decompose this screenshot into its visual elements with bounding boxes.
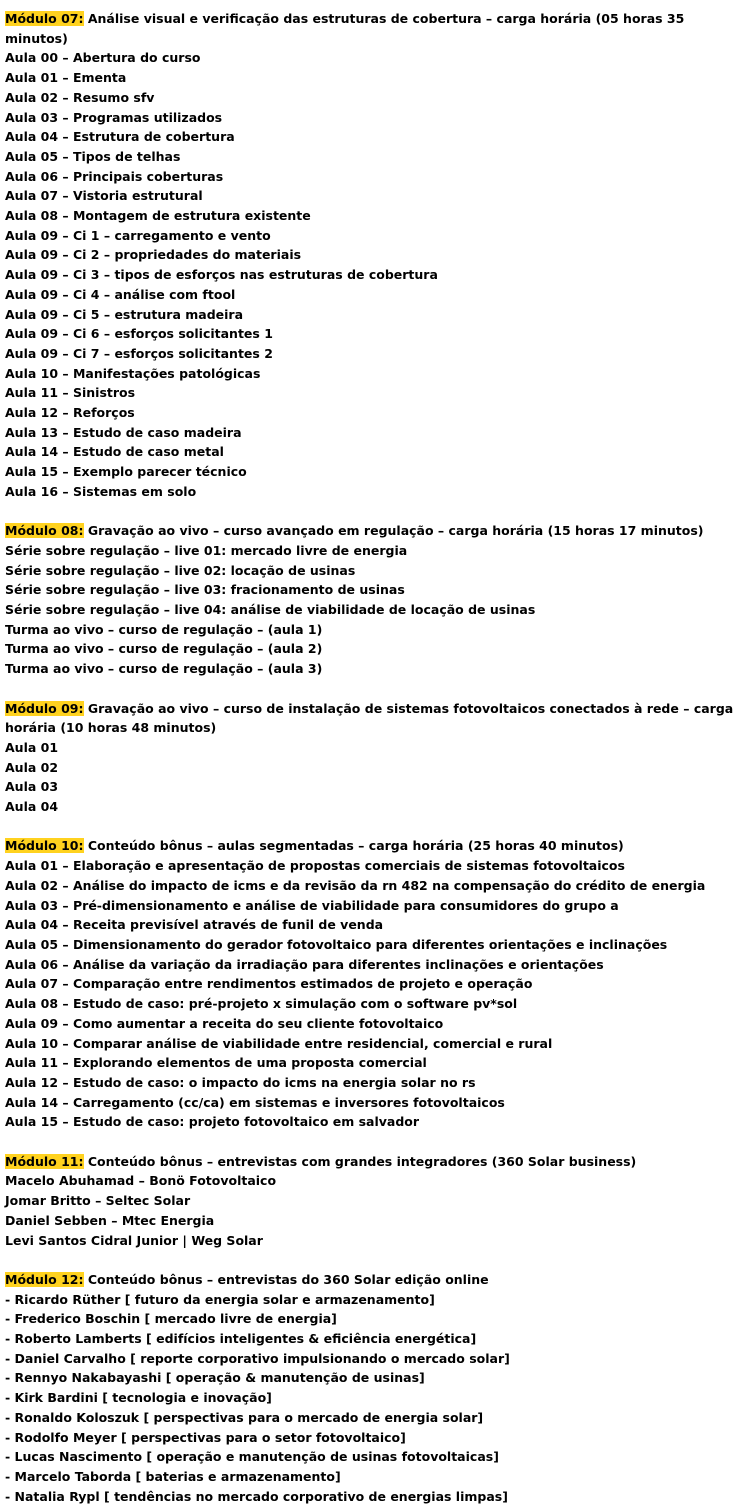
lesson-item: Aula 09 – Ci 2 – propriedades do materia…	[5, 247, 302, 263]
lesson-item: Aula 04 – Estrutura de cobertura	[5, 129, 235, 145]
lesson-item: Macelo Abuhamad – Bonö Fotovoltaico	[5, 1173, 277, 1189]
lesson-item: Aula 00 – Abertura do curso	[5, 50, 201, 66]
lesson-item: Aula 13 – Estudo de caso madeira	[5, 424, 242, 440]
lesson-item: - Kirk Bardini [ tecnologia e inovação]	[5, 1390, 272, 1406]
lesson-item: Daniel Sebben – Mtec Energia	[5, 1212, 215, 1228]
module-section: Módulo 11: Conteúdo bônus – entrevistas …	[5, 1152, 740, 1251]
module-heading: Módulo 08: Gravação ao vivo – curso avan…	[5, 521, 740, 541]
lesson-item: Aula 06 – Análise da variação da irradia…	[5, 956, 604, 972]
lesson-item: Aula 07 – Vistoria estrutural	[5, 188, 203, 204]
lesson-item: Aula 02 – Análise do impacto de icms e d…	[5, 877, 706, 893]
module-section: Módulo 10: Conteúdo bônus – aulas segmen…	[5, 836, 740, 1132]
lesson-item: Aula 02	[5, 759, 59, 775]
module-heading: Módulo 11: Conteúdo bônus – entrevistas …	[5, 1152, 740, 1172]
lesson-item: Aula 14 – Carregamento (cc/ca) em sistem…	[5, 1094, 505, 1110]
lesson-item: - Natalia Rypl [ tendências no mercado c…	[5, 1488, 508, 1504]
lesson-item: Aula 01 – Elaboração e apresentação de p…	[5, 858, 625, 874]
lesson-item: - Lucas Nascimento [ operação e manutenç…	[5, 1449, 499, 1465]
module-label-highlight: Módulo 08:	[5, 523, 84, 539]
lesson-item: - Ricardo Rüther [ futuro da energia sol…	[5, 1291, 435, 1307]
lesson-item: Aula 06 – Principais coberturas	[5, 168, 224, 184]
lesson-item: Série sobre regulação – live 02: locação…	[5, 562, 356, 578]
lesson-item: Aula 11 – Sinistros	[5, 385, 136, 401]
lesson-item: Aula 10 – Manifestações patológicas	[5, 365, 261, 381]
lesson-item: Aula 08 – Montagem de estrutura existent…	[5, 208, 311, 224]
lesson-item: Aula 09 – Ci 3 – tipos de esforços nas e…	[5, 267, 438, 283]
lesson-item: Aula 09 – Ci 1 – carregamento e vento	[5, 227, 271, 243]
lesson-item: - Ronaldo Koloszuk [ perspectivas para o…	[5, 1409, 484, 1425]
module-label-highlight: Módulo 10:	[5, 838, 84, 854]
lesson-item: Aula 10 – Comparar análise de viabilidad…	[5, 1035, 553, 1051]
lesson-item: Série sobre regulação – live 03: fracion…	[5, 582, 405, 598]
module-label-highlight: Módulo 09:	[5, 700, 84, 716]
lesson-item: Aula 14 – Estudo de caso metal	[5, 444, 224, 460]
lesson-item: Série sobre regulação – live 01: mercado…	[5, 542, 408, 558]
lesson-item: Turma ao vivo – curso de regulação – (au…	[5, 661, 323, 677]
lesson-item: Aula 15 – Exemplo parecer técnico	[5, 464, 247, 480]
module-section: Módulo 07: Análise visual e verificação …	[5, 9, 740, 502]
module-section: Módulo 12: Conteúdo bônus – entrevistas …	[5, 1270, 740, 1506]
module-heading: Módulo 10: Conteúdo bônus – aulas segmen…	[5, 836, 740, 856]
lesson-item: Jomar Britto – Seltec Solar	[5, 1193, 191, 1209]
module-label-highlight: Módulo 12:	[5, 1271, 84, 1287]
lesson-item: - Daniel Carvalho [ reporte corporativo …	[5, 1350, 510, 1366]
lesson-item: Aula 04	[5, 799, 59, 815]
lesson-item: Aula 09 – Ci 6 – esforços solicitantes 1	[5, 326, 273, 342]
module-heading: Módulo 09: Gravação ao vivo – curso de i…	[5, 699, 740, 738]
lesson-item: Aula 12 – Estudo de caso: o impacto do i…	[5, 1074, 476, 1090]
lesson-item: Aula 15 – Estudo de caso: projeto fotovo…	[5, 1114, 420, 1130]
module-label-highlight: Módulo 07:	[5, 11, 84, 26]
module-title-text: Gravação ao vivo – curso avançado em reg…	[83, 523, 704, 539]
module-title-text: Conteúdo bônus – entrevistas com grandes…	[83, 1153, 637, 1169]
lesson-item: Levi Santos Cidral Junior | Weg Solar	[5, 1232, 263, 1248]
lesson-item: Aula 02 – Resumo sfv	[5, 89, 155, 105]
module-section: Módulo 08: Gravação ao vivo – curso avan…	[5, 521, 740, 679]
lesson-item: Aula 09 – Ci 7 – esforços solicitantes 2	[5, 345, 273, 361]
lesson-item: Aula 16 – Sistemas em solo	[5, 483, 197, 499]
module-title-text: Conteúdo bônus – entrevistas do 360 Sola…	[83, 1271, 489, 1287]
lesson-item: Aula 01 – Ementa	[5, 70, 127, 86]
lesson-item: Aula 01	[5, 739, 59, 755]
lesson-item: - Marcelo Taborda [ baterias e armazenam…	[5, 1468, 341, 1484]
module-heading: Módulo 12: Conteúdo bônus – entrevistas …	[5, 1270, 740, 1290]
lesson-item: Aula 03 – Programas utilizados	[5, 109, 223, 125]
lesson-item: Turma ao vivo – curso de regulação – (au…	[5, 621, 323, 637]
lesson-item: Aula 05 – Tipos de telhas	[5, 148, 181, 164]
module-title-text: Gravação ao vivo – curso de instalação d…	[5, 700, 734, 736]
lesson-item: - Frederico Boschin [ mercado livre de e…	[5, 1311, 337, 1327]
lesson-item: Aula 11 – Explorando elementos de uma pr…	[5, 1055, 427, 1071]
lesson-item: Aula 05 – Dimensionamento do gerador fot…	[5, 937, 668, 952]
lesson-item: Aula 03 – Pré-dimensionamento e análise …	[5, 897, 619, 913]
lesson-item: Aula 09 – Ci 5 – estrutura madeira	[5, 306, 244, 322]
lesson-item: Aula 09 – Ci 4 – análise com ftool	[5, 286, 236, 302]
lesson-item: - Roberto Lamberts [ edifícios inteligen…	[5, 1331, 477, 1347]
lesson-item: Aula 07 – Comparação entre rendimentos e…	[5, 976, 533, 992]
module-title-text: Conteúdo bônus – aulas segmentadas – car…	[83, 838, 624, 854]
module-section: Módulo 09: Gravação ao vivo – curso de i…	[5, 699, 740, 817]
lesson-item: Aula 03	[5, 779, 59, 795]
lesson-item: Aula 04 – Receita previsível através de …	[5, 917, 384, 933]
lesson-item: - Rodolfo Meyer [ perspectivas para o se…	[5, 1429, 406, 1445]
lesson-item: - Rennyo Nakabayashi [ operação & manute…	[5, 1370, 425, 1386]
lesson-item: Aula 12 – Reforços	[5, 405, 135, 421]
module-title-text: Análise visual e verificação das estrutu…	[5, 11, 685, 46]
module-heading: Módulo 07: Análise visual e verificação …	[5, 9, 740, 48]
lesson-item: Aula 08 – Estudo de caso: pré-projeto x …	[5, 996, 518, 1012]
lesson-item: Turma ao vivo – curso de regulação – (au…	[5, 641, 323, 657]
lesson-item: Aula 09 – Como aumentar a receita do seu…	[5, 1015, 444, 1031]
module-label-highlight: Módulo 11:	[5, 1153, 84, 1169]
lesson-item: Série sobre regulação – live 04: análise…	[5, 602, 536, 618]
